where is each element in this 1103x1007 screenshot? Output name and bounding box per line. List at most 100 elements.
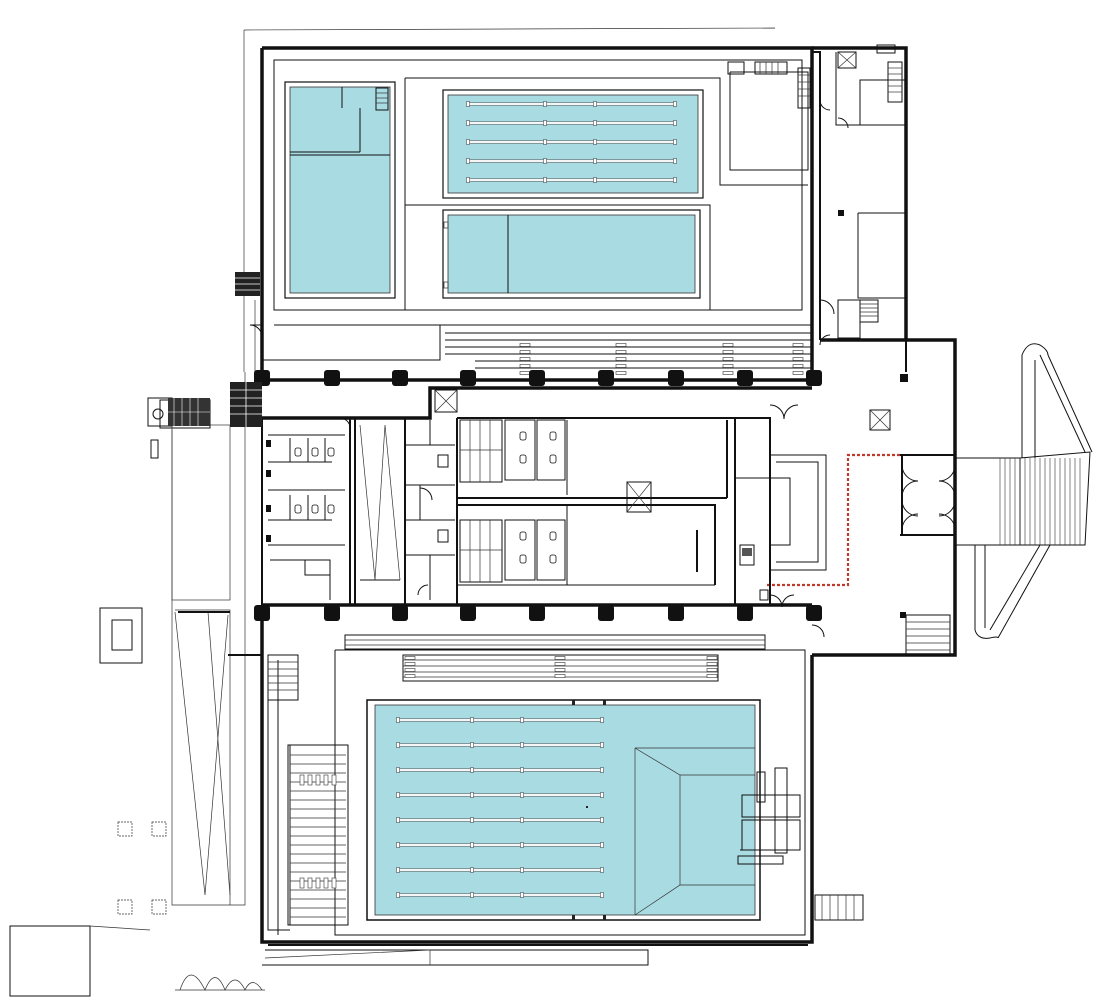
teaching-pool <box>284 81 396 299</box>
west-stair <box>235 272 260 296</box>
toilet-fixture <box>519 554 527 564</box>
column-small <box>266 440 271 447</box>
lane-float <box>396 742 400 748</box>
stair-tread <box>615 357 627 361</box>
lane-float <box>470 842 474 848</box>
column <box>529 370 545 386</box>
toilet-fixture <box>549 454 557 464</box>
west-toilet-block <box>268 431 557 600</box>
competition-pool-water <box>374 704 756 916</box>
stair-tread <box>554 662 566 666</box>
stair-tread <box>615 350 627 354</box>
lane-float <box>396 867 400 873</box>
stair-tread <box>519 350 531 354</box>
column <box>806 370 822 386</box>
lane-float <box>396 817 400 823</box>
seat-block <box>299 877 305 889</box>
toilet-fixture <box>519 431 527 441</box>
lane-float <box>673 120 677 126</box>
stair-tread <box>519 371 531 375</box>
toilet-fixture <box>327 504 335 514</box>
northeast-service-wing <box>727 44 908 346</box>
stair-tread <box>792 357 804 361</box>
column-small <box>266 505 271 512</box>
stair-tread <box>706 662 718 666</box>
toilet-fixture <box>549 554 557 564</box>
lane-float <box>520 892 524 898</box>
learner-pool-outline <box>442 209 701 299</box>
column <box>668 370 684 386</box>
stair-ne <box>887 61 903 103</box>
toilet-fixture <box>549 431 557 441</box>
stair-tread <box>404 668 416 672</box>
lane-float <box>520 817 524 823</box>
column <box>392 370 408 386</box>
stair-tread <box>519 364 531 368</box>
lane-float <box>600 767 604 773</box>
stair-tread <box>404 662 416 666</box>
lane-float <box>673 177 677 183</box>
stair-tread <box>615 343 627 347</box>
stair-tread <box>554 674 566 678</box>
column <box>737 605 753 621</box>
lane-float <box>593 139 597 145</box>
lane-float <box>470 717 474 723</box>
column <box>668 605 684 621</box>
lane-float <box>600 717 604 723</box>
lane-float <box>600 842 604 848</box>
training-pool-lane-ropes <box>466 101 677 183</box>
lane-float <box>600 817 604 823</box>
toilet-fixture <box>294 447 302 457</box>
column <box>324 370 340 386</box>
lane-float <box>520 742 524 748</box>
lane-float <box>593 101 597 107</box>
lane-float <box>520 842 524 848</box>
stair-tread <box>792 350 804 354</box>
lane-float <box>543 120 547 126</box>
structural-columns <box>254 370 822 621</box>
competition-pool-lane-ropes <box>396 717 604 898</box>
learner-pool <box>442 209 701 299</box>
diving-well <box>634 747 755 916</box>
stair-north-hall <box>727 61 811 109</box>
south-hall <box>260 612 864 966</box>
seat-block <box>299 774 305 786</box>
south-seating-tiers <box>344 634 766 682</box>
exterior-ramp <box>955 343 1093 639</box>
cubicles-south <box>459 519 566 583</box>
toilet-fixture <box>294 504 302 514</box>
pool-ladder <box>375 87 389 111</box>
lane-float <box>593 158 597 164</box>
lane-float <box>396 842 400 848</box>
stair-tread <box>722 357 734 361</box>
lane-float <box>396 892 400 898</box>
stair-tread <box>722 343 734 347</box>
stair-tread <box>519 357 531 361</box>
seat-block <box>323 774 329 786</box>
toilet-fixture <box>327 447 335 457</box>
lane-float <box>593 177 597 183</box>
column-small <box>266 535 271 542</box>
entrance-doors <box>901 464 956 531</box>
stair-tread <box>554 668 566 672</box>
learner-pool-water <box>447 214 696 294</box>
stair-tread <box>554 656 566 660</box>
toilet-fixture <box>519 454 527 464</box>
lane-float <box>600 892 604 898</box>
lane-float <box>600 742 604 748</box>
lane-float <box>466 158 470 164</box>
lane-float <box>396 767 400 773</box>
column <box>460 605 476 621</box>
lane-float <box>466 120 470 126</box>
column <box>598 605 614 621</box>
lane-float <box>600 867 604 873</box>
lane-float <box>673 139 677 145</box>
lane-float <box>543 139 547 145</box>
lane-float <box>466 139 470 145</box>
stair-tread <box>615 364 627 368</box>
seat-block <box>307 774 313 786</box>
lane-float <box>520 867 524 873</box>
stair-tread <box>722 371 734 375</box>
stair-tread <box>404 656 416 660</box>
